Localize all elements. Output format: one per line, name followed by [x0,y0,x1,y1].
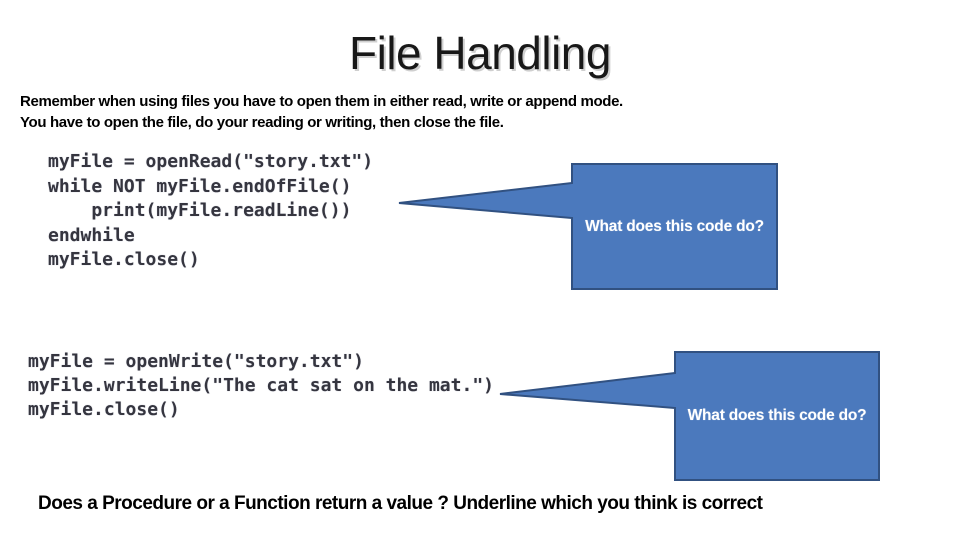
callout-1-label: What does this code do? [585,217,764,235]
footer-question: Does a Procedure or a Function return a … [38,493,763,514]
code-line: while NOT myFile.endOfFile() [48,175,352,197]
intro-line-2: You have to open the file, do your readi… [20,114,504,131]
code-line: myFile.close() [28,399,180,420]
code-line: myFile.close() [48,249,200,270]
slide-title: File Handling [349,27,611,79]
code-line: myFile.writeLine("The cat sat on the mat… [28,375,494,396]
code-block-read-file: myFile = openRead("story.txt") while NOT… [48,150,373,273]
code-line: myFile = openRead("story.txt") [48,151,374,172]
code-line: print(myFile.readLine()) [48,200,352,221]
code-block-write-file: myFile = openWrite("story.txt") myFile.w… [28,350,494,422]
intro-line-1: Remember when using files you have to op… [20,93,623,110]
intro-paragraph: Remember when using files you have to op… [20,91,880,133]
code-line: endwhile [48,224,135,246]
callout-2-label: What does this code do? [687,407,867,424]
code-line: myFile = openWrite("story.txt") [28,351,364,372]
